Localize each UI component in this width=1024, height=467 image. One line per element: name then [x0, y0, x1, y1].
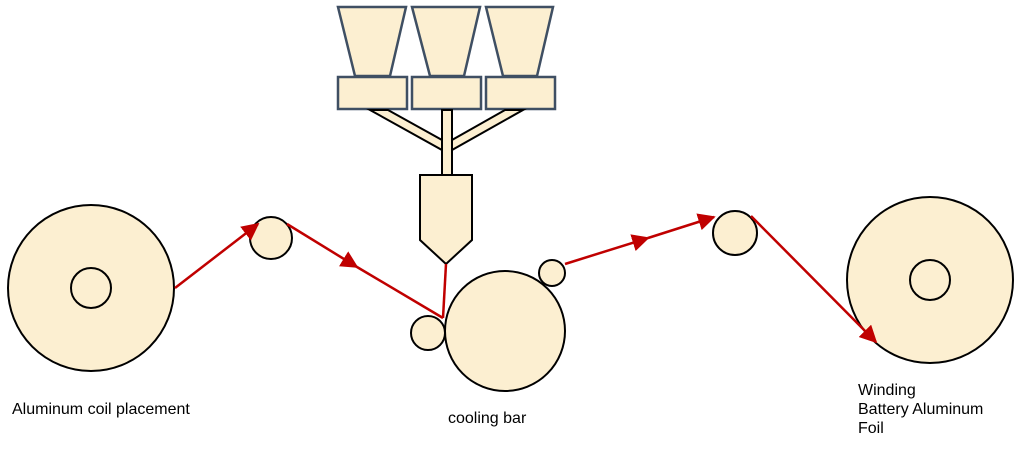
web-segment-2a [286, 222, 359, 269]
hopper-base-left [336, 75, 409, 111]
web-segment-1 [174, 222, 260, 289]
guide-roller-1 [249, 216, 293, 260]
web-segment-3b [647, 213, 716, 240]
winding-coil-core [909, 259, 951, 301]
hopper-base-right [484, 75, 557, 111]
web-segment-2b [356, 265, 444, 320]
label-winding-line3: Foil [858, 420, 884, 437]
web-segment-die [441, 263, 448, 319]
web-segment-3a [564, 234, 650, 266]
guide-roller-2 [712, 210, 758, 256]
unwind-coil-core [70, 267, 112, 309]
hopper-base-middle [410, 75, 483, 111]
nip-roller [410, 315, 446, 351]
feed-channel-left [366, 109, 443, 152]
label-winding-line1: Winding [858, 382, 916, 399]
web-segment-4 [750, 215, 878, 344]
cooling-roller [444, 270, 566, 392]
hopper-left [336, 5, 408, 78]
label-winding: Winding Battery Aluminum Foil [858, 381, 983, 438]
label-winding-line2: Battery Aluminum [858, 401, 984, 418]
hopper-middle [410, 5, 482, 78]
small-roller [538, 259, 566, 287]
hopper-right [484, 5, 555, 78]
extrusion-die [419, 174, 473, 266]
rollers [7, 196, 1014, 392]
feed-pipe [441, 109, 453, 177]
hopper-group [336, 5, 557, 111]
feed-channel-right [451, 109, 527, 152]
label-aluminum-coil-placement: Aluminum coil placement [12, 401, 190, 418]
web-path [174, 213, 878, 344]
feed-channels [366, 109, 527, 177]
label-cooling-bar: cooling bar [448, 410, 527, 427]
